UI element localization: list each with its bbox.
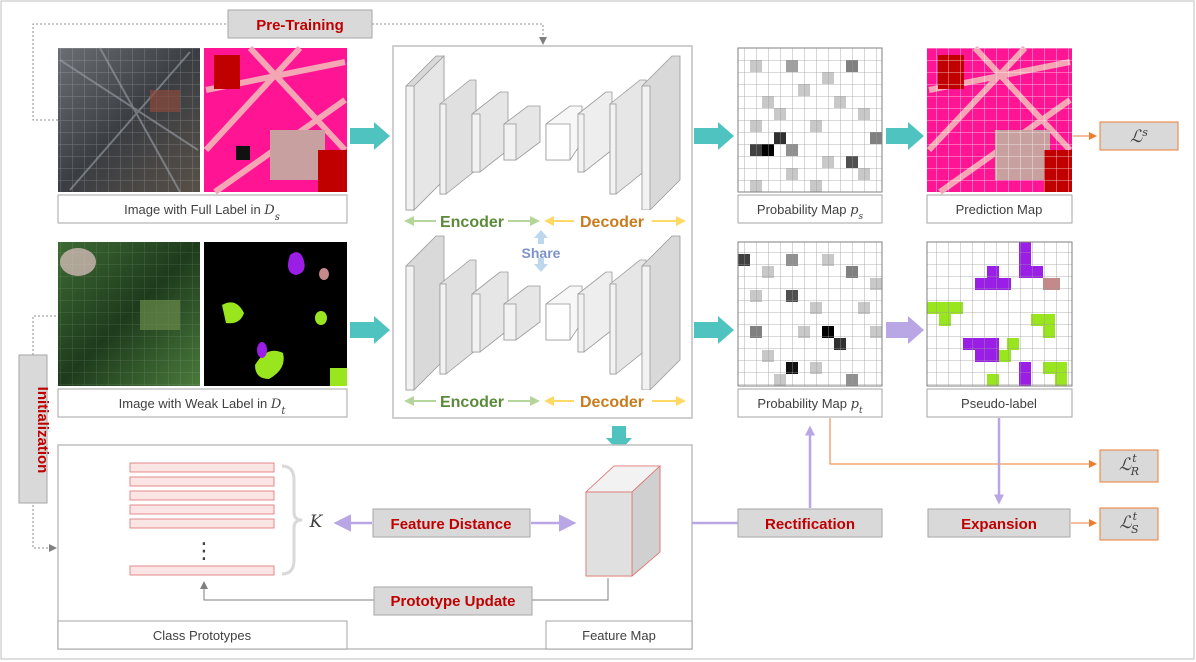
class-prototypes-caption-box <box>57 620 348 650</box>
network-to-prob-s-arrow <box>694 122 734 150</box>
pretraining-loop-line <box>32 23 228 121</box>
source-image-caption: Image with Full Label in Ds <box>124 202 280 223</box>
loss-ls-box <box>1099 121 1179 151</box>
probability-map-ps <box>737 47 883 193</box>
expansion-box <box>927 508 1071 538</box>
decoder-top-label: Decoder <box>580 214 644 231</box>
encoder-top-label: Encoder <box>440 214 504 231</box>
initialization-box <box>18 354 48 504</box>
prob-s-caption: Probability Map ps <box>757 202 864 222</box>
share-label: Share <box>522 245 561 261</box>
source-full-label-mask <box>203 45 348 195</box>
pretraining-box <box>227 9 373 39</box>
pseudo-label-map <box>926 241 1073 387</box>
loss-lrt-box <box>1099 449 1159 483</box>
prob-s-to-prediction-arrow <box>886 122 924 150</box>
prediction-map-caption-box <box>926 194 1073 224</box>
feature-map-caption: Feature Map <box>582 628 656 643</box>
class-prototype-bars <box>129 462 275 576</box>
prediction-map <box>926 45 1073 195</box>
prototype-brace <box>281 464 303 576</box>
target-weak-label-mask <box>204 242 347 386</box>
network-to-prob-t-arrow <box>694 316 734 344</box>
loss-lst-box <box>1099 507 1159 541</box>
pretraining-label: Pre-Training <box>256 17 344 34</box>
feature-distance-box <box>372 508 531 538</box>
prob-s-caption-box <box>737 194 883 224</box>
target-image-caption-box <box>57 388 348 418</box>
feature-map-caption-box <box>545 620 693 650</box>
decoder-bottom-label: Decoder <box>580 394 644 411</box>
prob-t-caption-box <box>737 388 883 418</box>
prob-t-to-lrt-line <box>829 418 1097 468</box>
pseudo-label-caption: Pseudo-label <box>961 396 1037 411</box>
feature-map-cube <box>584 465 662 577</box>
prob-t-caption: Probability Map pt <box>757 396 863 416</box>
rectification-box <box>737 508 883 538</box>
prob-t-to-pseudo-label-arrow <box>886 316 924 344</box>
source-image-caption-box <box>57 194 348 224</box>
encoder-bottom-label: Encoder <box>440 394 504 411</box>
class-prototypes-caption: Class Prototypes <box>153 628 252 643</box>
share-arrow <box>534 230 548 272</box>
target-satellite-image <box>58 242 200 386</box>
source-to-network-arrow <box>350 122 390 150</box>
prediction-map-caption: Prediction Map <box>956 202 1043 217</box>
pretraining-to-network-line <box>372 23 547 45</box>
k-label: K <box>309 512 324 532</box>
target-image-caption: Image with Weak Label in Dt <box>119 396 287 417</box>
probability-map-pt <box>737 241 883 387</box>
target-to-network-arrow <box>350 316 390 344</box>
rectification-label: Rectification <box>765 516 855 533</box>
network-to-feature-arrow <box>606 426 632 452</box>
expansion-label: Expansion <box>961 516 1037 533</box>
source-satellite-image <box>58 47 200 193</box>
pseudo-label-caption-box <box>926 388 1073 418</box>
bottom-network-layers <box>405 235 681 391</box>
initialization-label: Initialization <box>34 387 51 474</box>
top-network-layers <box>405 55 681 211</box>
prototype-dots: ⋮ <box>193 538 215 563</box>
loss-ls: ℒs <box>1130 126 1148 148</box>
prototype-update-label: Prototype Update <box>390 593 515 610</box>
prototype-update-box <box>373 586 533 616</box>
feature-distance-label: Feature Distance <box>391 516 512 533</box>
